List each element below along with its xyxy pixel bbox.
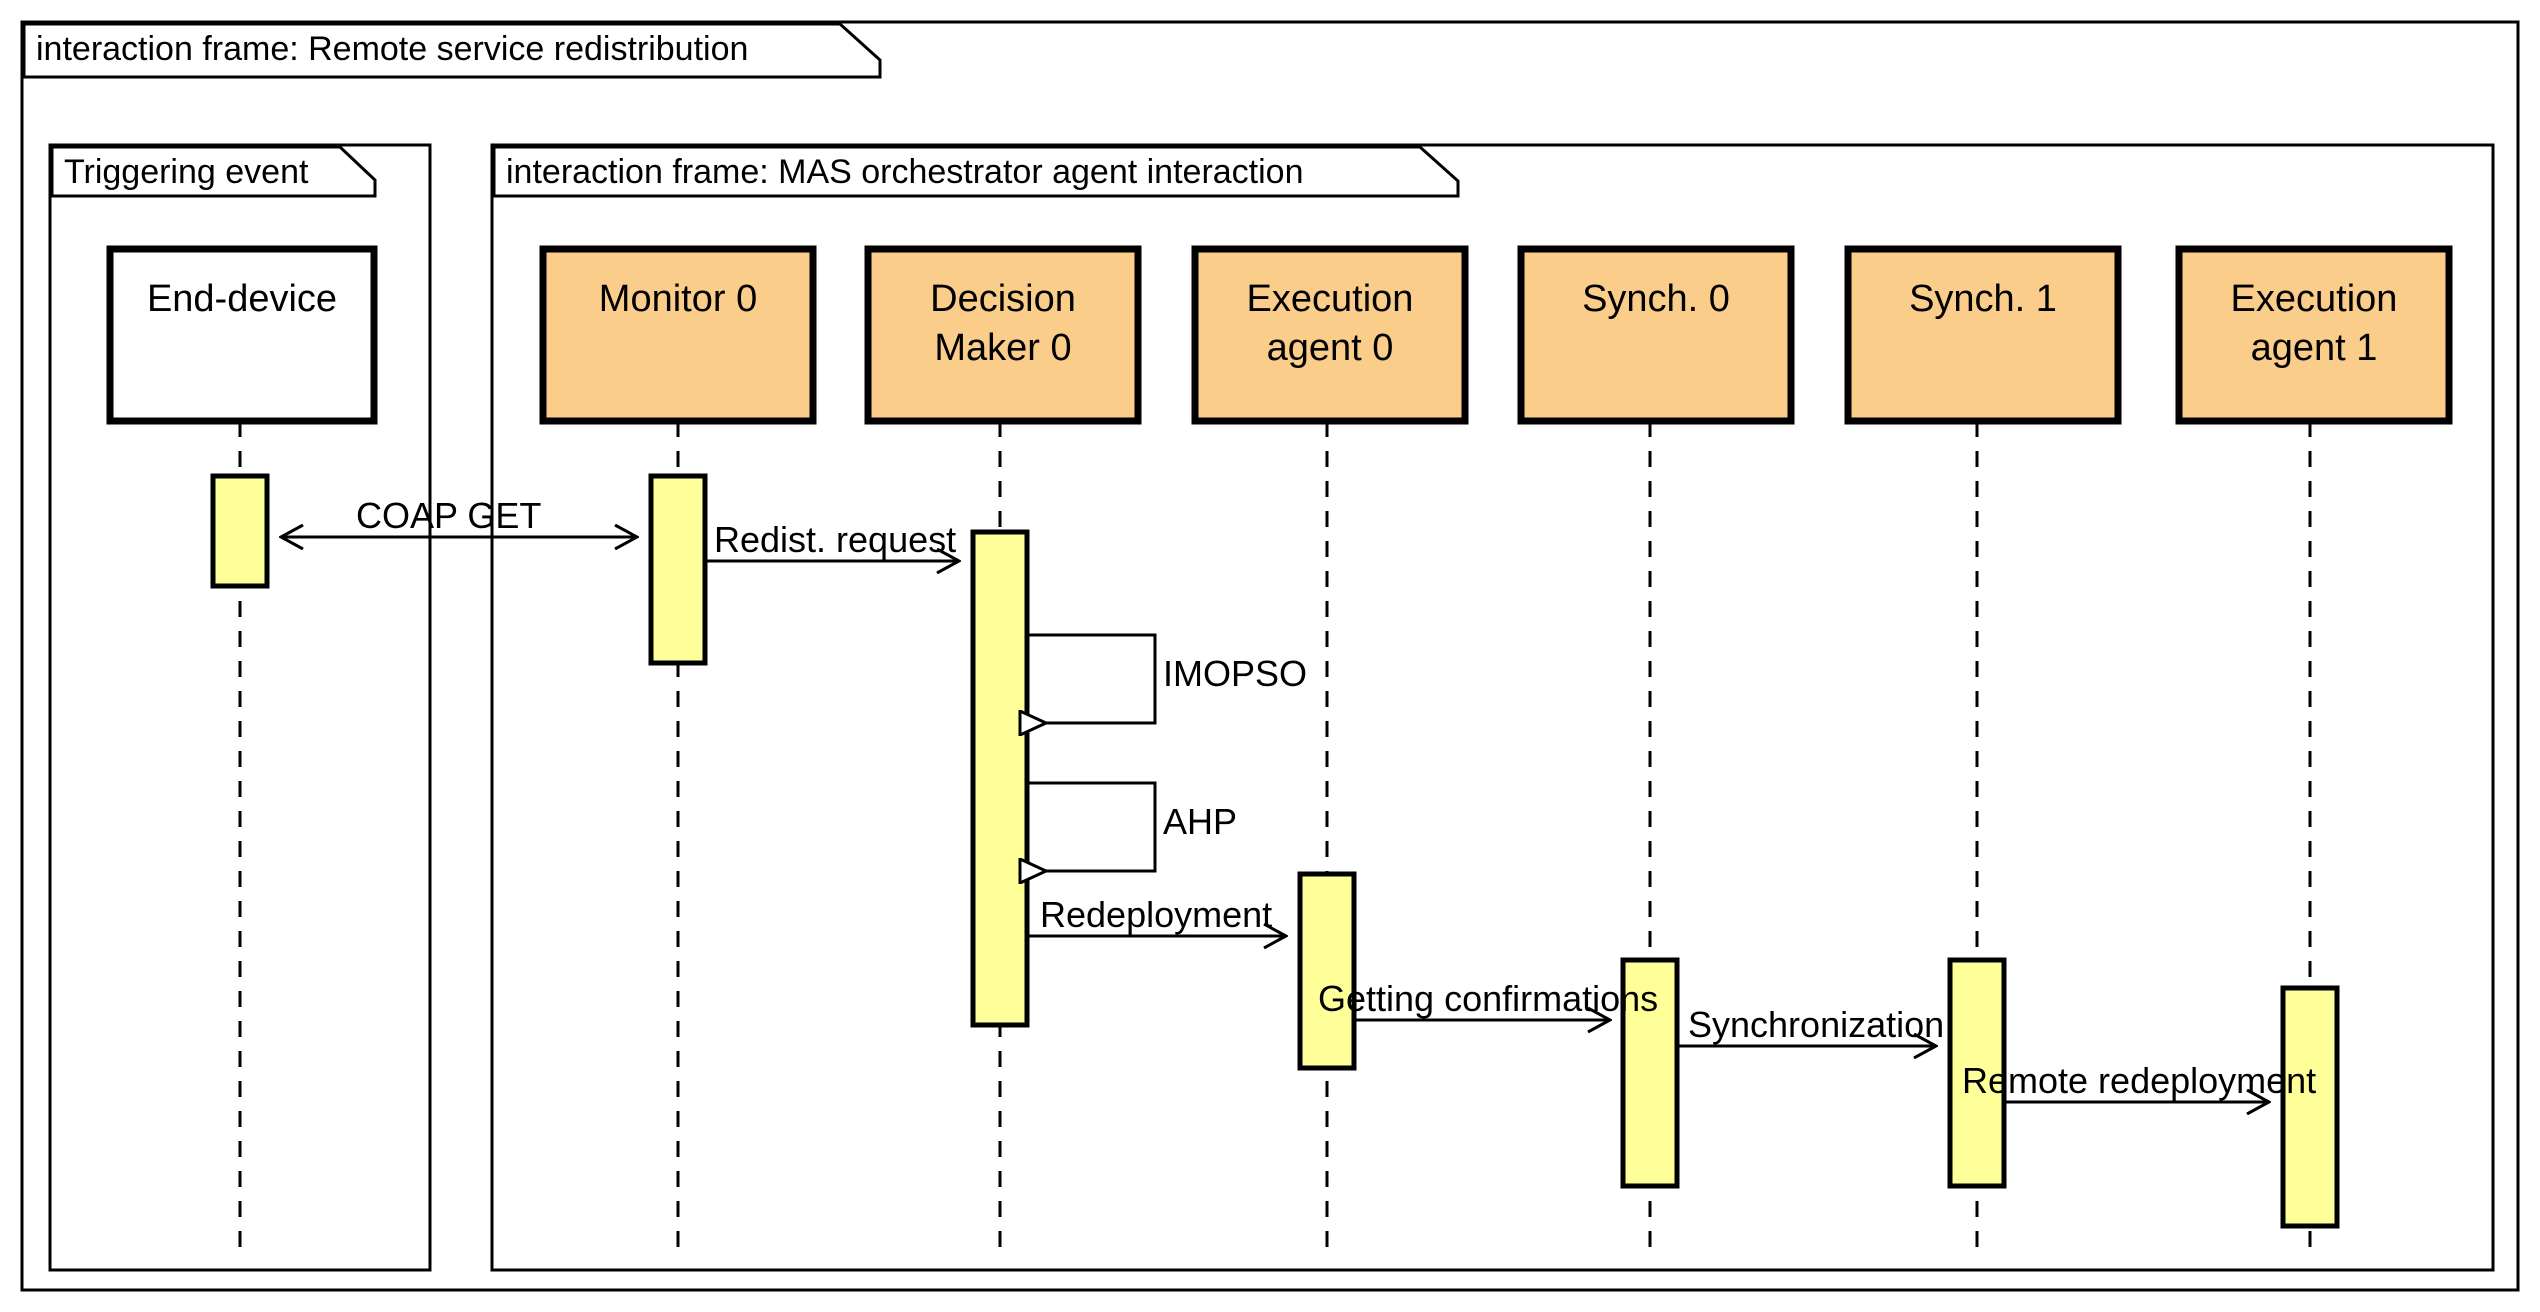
message-label-redist-request: Redist. request (714, 519, 957, 560)
lifeline-label-decision-maker-0-line1: Decision (930, 278, 1076, 320)
mas-orchestrator-frame (490, 143, 2495, 1272)
lifeline-box-synch-1 (1844, 245, 2122, 425)
lifeline-label-execution-agent-1-line1: Execution (2230, 278, 2398, 320)
lifeline-box-end-device (106, 245, 378, 425)
message-label-coap-get: COAP GET (356, 495, 542, 536)
activation-synch-1 (1947, 957, 2007, 1189)
lifeline-label-synch-0: Synch. 0 (1582, 278, 1730, 320)
outer-frame-label: interaction frame: Remote service redist… (36, 30, 749, 68)
arrow-ahp (1029, 781, 1157, 871)
lifeline-box-execution-agent-1 (2175, 245, 2453, 425)
mas-orchestrator-frame-label: interaction frame: MAS orchestrator agen… (506, 153, 1304, 191)
lifeline-label-end-device: End-device (146, 278, 338, 320)
message-label-synchronization: Synchronization (1688, 1004, 1945, 1045)
message-label-remote-redeployment: Remote redeployment (1962, 1060, 2317, 1101)
activation-end-device (210, 473, 270, 589)
message-arrows (281, 537, 2269, 1102)
lifeline-box-synch-0 (1517, 245, 1795, 425)
lifeline-label-monitor-0: Monitor 0 (598, 278, 758, 320)
activation-decision-maker-0 (970, 529, 1030, 1028)
lifeline-label-execution-agent-1-line2: agent 1 (2250, 327, 2378, 369)
message-label-imopso: IMOPSO (1163, 653, 1308, 694)
arrow-imopso (1029, 633, 1157, 723)
lifeline-box-monitor-0 (539, 245, 817, 425)
activation-monitor-0 (648, 473, 708, 666)
activation-execution-agent-0 (1297, 871, 1357, 1071)
lifeline-label-execution-agent-0-line1: Execution (1246, 278, 1414, 320)
lifeline-label-synch-1: Synch. 1 (1909, 278, 2057, 320)
lifeline-box-execution-agent-0 (1191, 245, 1469, 425)
message-label-ahp: AHP (1163, 801, 1238, 842)
activation-synch-0 (1620, 957, 1680, 1189)
lifeline-label-execution-agent-0-line2: agent 0 (1266, 327, 1394, 369)
triggering-event-frame (48, 143, 432, 1272)
triggering-event-frame-label: Triggering event (64, 153, 309, 191)
lifeline-label-decision-maker-0-line2: Maker 0 (934, 327, 1072, 369)
lifeline-head-boxes (106, 245, 2453, 425)
outer-interaction-frame (20, 20, 2520, 1292)
lifeline-box-decision-maker-0 (864, 245, 1142, 425)
message-label-getting-confirmations: Getting confirmations (1318, 978, 1659, 1019)
message-label-redeployment: Redeployment (1040, 894, 1273, 935)
activation-bars (210, 473, 2340, 1229)
activation-execution-agent-1 (2280, 985, 2340, 1229)
